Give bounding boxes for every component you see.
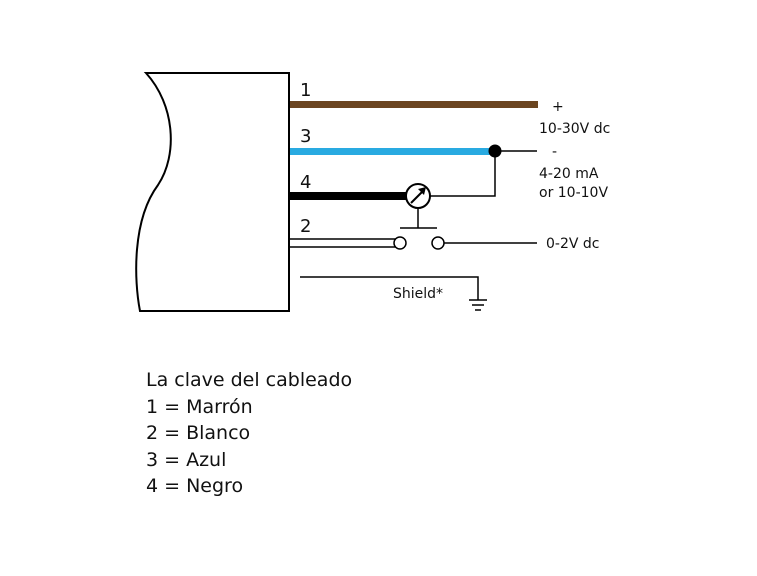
supply-label: 10-30V dc [539, 121, 610, 137]
wire-3-blue [290, 148, 495, 155]
wire-1-number: 1 [300, 80, 311, 101]
legend-item: 4 = Negro [146, 475, 244, 498]
plus-label: + [552, 99, 564, 115]
legend-item: 2 = Blanco [146, 422, 251, 445]
switch-contact-left [393, 236, 407, 250]
wire-3-number: 3 [300, 126, 311, 147]
shield-wire [300, 276, 479, 300]
ground-icon [469, 299, 487, 311]
output-label-line2: or 10-10V [539, 185, 608, 201]
output-label-line1: 4-20 mA [539, 166, 599, 182]
shield-label: Shield* [393, 286, 443, 302]
wire-2-number: 2 [300, 216, 311, 237]
switch-output-label: 0-2V dc [546, 236, 599, 252]
minus-label: - [552, 144, 557, 160]
wire-4-black [290, 192, 406, 200]
wire-4-number: 4 [300, 172, 311, 193]
wiring-legend: La clave del cableado 1 = Marrón 2 = Bla… [146, 367, 352, 500]
meter-icon [405, 183, 431, 209]
meter-return-lead [430, 151, 496, 197]
wire-1-brown [290, 101, 538, 108]
legend-item: 3 = Azul [146, 448, 227, 471]
sensor-body [135, 72, 290, 312]
legend-title: La clave del cableado [146, 369, 353, 391]
legend-item: 1 = Marrón [146, 395, 253, 418]
switch-contact-right [431, 236, 445, 250]
